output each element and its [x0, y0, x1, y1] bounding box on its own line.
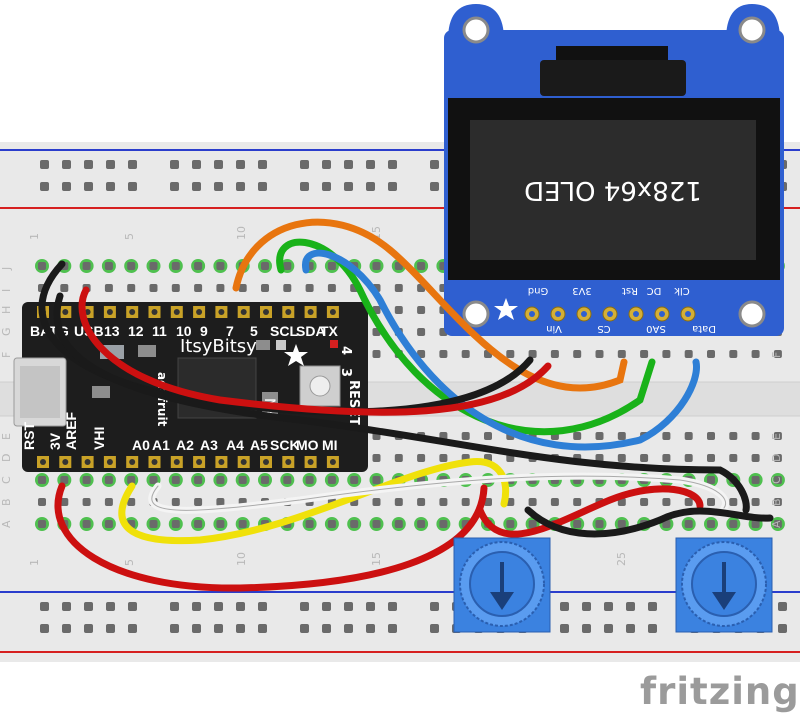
oled-pin-label: Data	[692, 323, 716, 334]
oled-module: 128x64 OLED Gnd 3V3 Rst DC Clk Vin CS SA0 Data	[444, 4, 784, 336]
pin-label: A5	[250, 437, 268, 453]
board-name: ItsyBitsy	[180, 336, 257, 357]
column-number: 10	[235, 552, 248, 566]
row-letter: F	[0, 352, 13, 358]
wire-blue	[302, 249, 700, 451]
pin-label: A2	[176, 437, 194, 453]
pin-label: 11	[152, 323, 167, 339]
row-letter: A	[770, 520, 783, 528]
pin-label: A1	[152, 437, 170, 453]
column-number: 1	[28, 233, 41, 240]
oled-screen-text: 128x64 OLED	[524, 175, 702, 205]
pin-label: 9	[200, 323, 208, 339]
pin-label: SCK	[270, 437, 300, 453]
potentiometer-left	[453, 537, 551, 633]
pin-label: SDA	[296, 323, 326, 339]
row-letter: E	[0, 433, 13, 440]
star-icon	[494, 298, 518, 320]
oled-pin-label: Clk	[674, 285, 690, 296]
pin3-label: 3	[338, 368, 353, 377]
oled-pin-label: Gnd	[528, 285, 548, 296]
column-number: 5	[123, 233, 136, 240]
column-number: 1	[28, 559, 41, 566]
pin4-label: 4	[338, 346, 353, 355]
row-letter: A	[0, 520, 13, 528]
star-icon	[284, 344, 308, 366]
pin-label: 7	[226, 323, 234, 339]
fritzing-watermark: fritzing	[640, 670, 800, 713]
oled-pin-label: SA0	[646, 323, 666, 334]
pin-label: MO	[296, 437, 319, 453]
wire-black-right	[524, 506, 774, 538]
arrow-down-icon	[712, 562, 736, 610]
row-letter: B	[770, 498, 783, 506]
pin-label: 10	[176, 323, 192, 339]
potentiometer-right	[675, 537, 773, 633]
pin-label: 13	[104, 323, 120, 339]
row-letter: D	[770, 454, 783, 462]
pin-label: SCL	[270, 323, 298, 339]
row-letter: F	[770, 352, 783, 358]
row-letter: B	[0, 498, 13, 506]
row-letter: G	[0, 327, 13, 336]
row-letter: I	[0, 289, 13, 292]
oled-pin-label: CS	[597, 323, 610, 334]
oled-pin-label: Rst	[622, 285, 638, 296]
row-letter: J	[0, 267, 13, 271]
pin-label: RST	[21, 422, 37, 450]
pin-label: TX	[320, 323, 339, 339]
pin-label: VHI	[91, 427, 107, 450]
wire-red-pots	[476, 485, 704, 538]
row-letter: H	[0, 306, 13, 314]
pin-label: A4	[226, 437, 244, 453]
pin-label: 12	[128, 323, 144, 339]
wire-red-bottom	[54, 482, 488, 592]
oled-pin-label: DC	[647, 285, 662, 296]
reset-label: RESET	[346, 380, 361, 426]
column-number: 25	[615, 552, 628, 566]
pin-label: 3V	[47, 432, 63, 450]
column-number: 15	[370, 552, 383, 566]
pin-label: AREF	[63, 411, 79, 450]
wire-black-gnd	[38, 260, 534, 416]
wire-black-pot	[53, 292, 750, 514]
pin-label: MI	[322, 437, 338, 453]
wires	[38, 218, 774, 592]
row-letter: E	[770, 433, 783, 440]
pin-label: A3	[200, 437, 218, 453]
oled-pin-label: Vin	[546, 323, 562, 334]
wire-green	[276, 238, 656, 436]
oled-pin-label: 3V3	[572, 285, 592, 296]
row-letter: C	[770, 476, 783, 484]
wire-orange	[232, 218, 628, 392]
pin-label: 5	[250, 323, 258, 339]
pin-label: A0	[132, 437, 150, 453]
column-number: 5	[123, 559, 136, 566]
wire-red-vin	[78, 286, 552, 416]
column-number: 10	[235, 226, 248, 240]
row-letter: C	[0, 476, 13, 484]
arrow-down-icon	[490, 562, 514, 610]
wire-yellow	[118, 458, 510, 545]
row-letter: D	[0, 454, 13, 462]
